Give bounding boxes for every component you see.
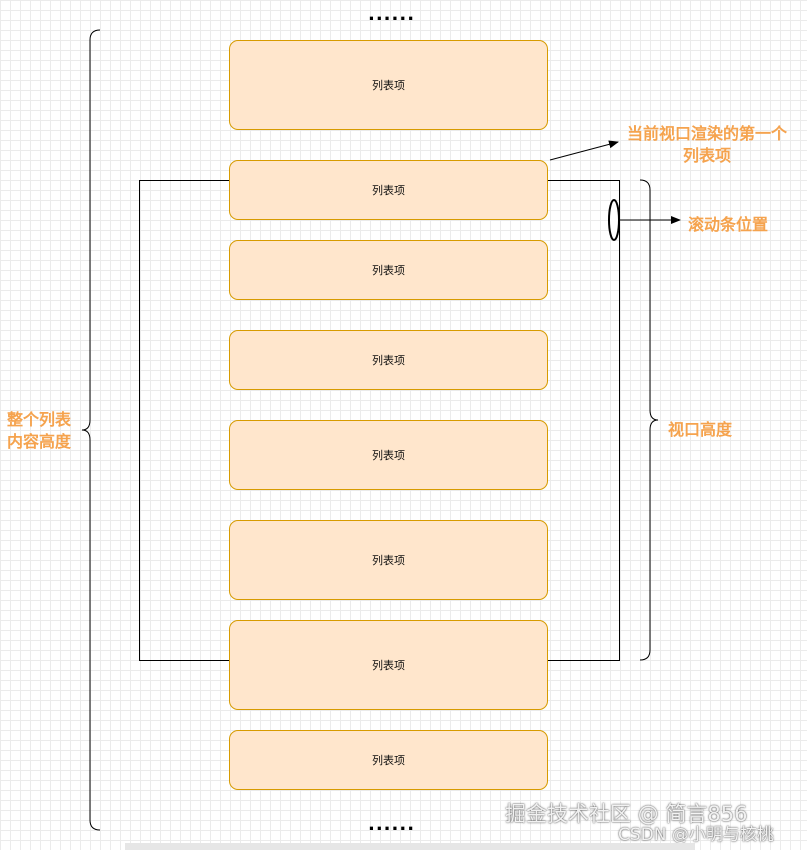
- list-item-label: 列表项: [372, 184, 405, 197]
- list-item-label: 列表项: [372, 264, 405, 277]
- viewport-height-brace: [639, 179, 659, 661]
- list-item: 列表项: [229, 40, 548, 130]
- list-item-label: 列表项: [372, 554, 405, 567]
- list-item: 列表项: [229, 620, 548, 710]
- csdn-watermark: CSDN @小明与核桃: [618, 825, 774, 845]
- horizontal-scrollbar[interactable]: [125, 843, 695, 850]
- list-item: 列表项: [229, 730, 548, 790]
- list-item: 列表项: [229, 520, 548, 600]
- list-item: 列表项: [229, 420, 548, 490]
- list-item-label: 列表项: [372, 659, 405, 672]
- viewport-height-label: 视口高度: [668, 420, 733, 439]
- top-ellipsis: ......: [368, 4, 416, 25]
- total-height-label: 整个列表内容高度: [7, 410, 72, 451]
- list-item-label: 列表项: [372, 449, 405, 462]
- scrollbar-position-label: 滚动条位置: [688, 215, 769, 234]
- first-item-arrow: [549, 140, 619, 161]
- list-item: 列表项: [229, 240, 548, 300]
- list-item-label: 列表项: [372, 79, 405, 92]
- total-height-brace: [81, 29, 101, 831]
- scrollbar-thumb: [608, 199, 620, 241]
- first-rendered-label: 当前视口渲染的第一个列表项: [626, 124, 787, 165]
- juejin-watermark: 掘金技术社区 @ 简言856: [505, 802, 748, 826]
- list-item-label: 列表项: [372, 754, 405, 767]
- bottom-ellipsis: ......: [368, 814, 416, 835]
- list-item: 列表项: [229, 160, 548, 220]
- list-item: 列表项: [229, 330, 548, 390]
- list-item-label: 列表项: [372, 354, 405, 367]
